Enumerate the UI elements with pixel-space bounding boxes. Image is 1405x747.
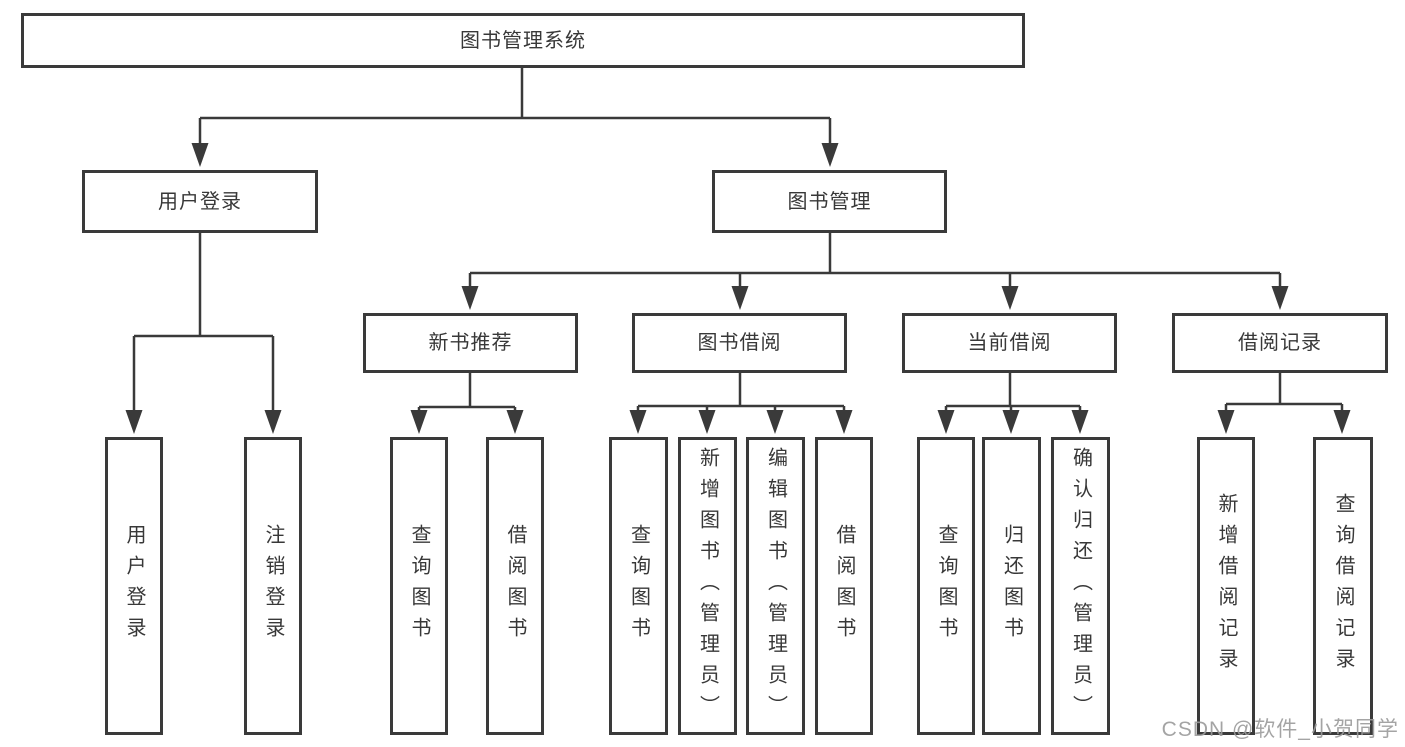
node-label: 图书管理	[787, 190, 872, 213]
leaf-logout: 注销登录	[244, 437, 302, 735]
leaf-label: 查询图书	[627, 524, 650, 648]
node-new-book-recommend: 新书推荐	[363, 313, 578, 373]
leaf-label: 查询图书	[408, 524, 430, 648]
leaf-query-borrow-record: 查询借阅记录	[1313, 437, 1373, 735]
leaf-query-books-1: 查询图书	[390, 437, 448, 735]
node-label: 新书推荐	[428, 332, 513, 354]
leaf-borrow-books-1: 借阅图书	[486, 437, 544, 735]
leaf-add-book-admin: 新增图书（管理员）	[678, 437, 737, 735]
node-borrowing-records: 借阅记录	[1172, 313, 1388, 373]
leaf-return-books: 归还图书	[982, 437, 1041, 735]
node-book-management: 图书管理	[712, 170, 947, 233]
leaf-query-books-2: 查询图书	[609, 437, 668, 735]
node-label: 图书管理系统	[460, 29, 586, 52]
node-label: 用户登录	[158, 190, 242, 213]
leaf-label: 用户登录	[123, 524, 145, 648]
leaf-user-login: 用户登录	[105, 437, 163, 735]
leaf-label: 归还图书	[1000, 524, 1023, 648]
leaf-label: 借阅图书	[504, 524, 526, 648]
node-user-login: 用户登录	[82, 170, 318, 233]
leaf-label: 查询借阅记录	[1332, 493, 1354, 679]
leaf-label: 借阅图书	[833, 524, 855, 648]
leaf-borrow-books-2: 借阅图书	[815, 437, 873, 735]
leaf-label: 查询图书	[935, 524, 957, 648]
leaf-add-borrow-record: 新增借阅记录	[1197, 437, 1255, 735]
leaf-label: 注销登录	[262, 524, 284, 648]
leaf-edit-book-admin: 编辑图书（管理员）	[746, 437, 805, 735]
node-label: 图书借阅	[697, 332, 782, 354]
leaf-confirm-return-admin: 确认归还（管理员）	[1051, 437, 1110, 735]
leaf-query-books-3: 查询图书	[917, 437, 975, 735]
watermark: CSDN @软件_小贺同学	[1161, 718, 1399, 741]
leaf-label: 确认归还（管理员）	[1069, 446, 1092, 726]
leaf-label: 编辑图书（管理员）	[764, 446, 787, 726]
node-book-borrowing: 图书借阅	[632, 313, 847, 373]
node-current-borrowing: 当前借阅	[902, 313, 1117, 373]
node-label: 借阅记录	[1238, 332, 1322, 354]
node-label: 当前借阅	[967, 332, 1052, 354]
node-library-management-system: 图书管理系统	[21, 13, 1025, 68]
leaf-label: 新增图书（管理员）	[696, 446, 719, 726]
leaf-label: 新增借阅记录	[1215, 493, 1237, 679]
